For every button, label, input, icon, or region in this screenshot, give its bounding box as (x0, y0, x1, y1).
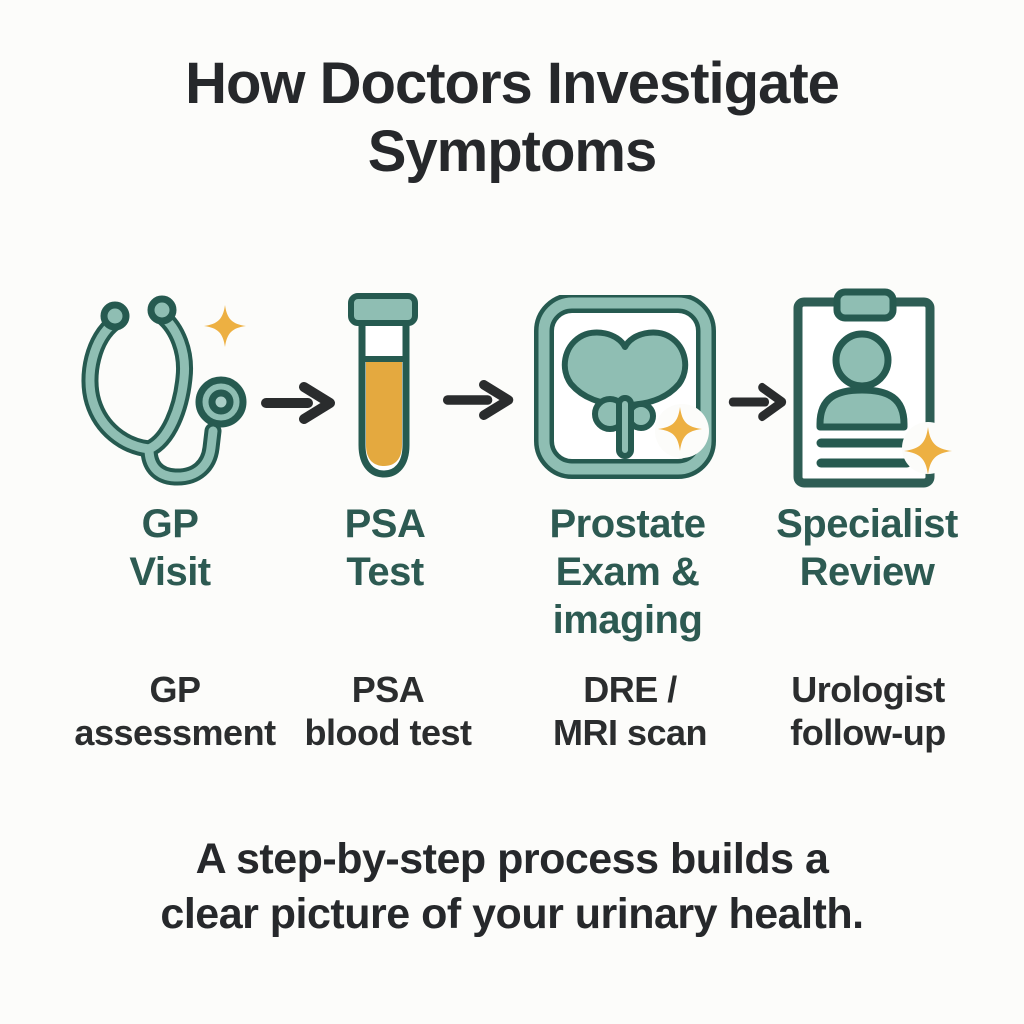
sparkle-icon (658, 407, 702, 451)
test-tube-icon (348, 293, 420, 481)
clipboard-person-icon (790, 288, 955, 490)
step-label: Prostate Exam & imaging (549, 502, 706, 642)
step-label: PSA Test (344, 502, 426, 594)
arrow-right-icon (728, 382, 790, 427)
step-label: Specialist Review (776, 502, 958, 594)
prostate-scan-icon (532, 295, 718, 479)
arrow-right-icon (260, 381, 340, 430)
step-sublabel: DRE / MRI scan (552, 669, 708, 754)
step-sublabel: GP assessment (74, 669, 276, 754)
arrow-right-icon (442, 379, 518, 426)
step-label: GP Visit (129, 502, 211, 594)
step-sublabel: PSA blood test (304, 669, 472, 754)
step-sublabel: Urologist follow-up (790, 669, 946, 754)
stethoscope-icon (75, 290, 250, 488)
sparkle-icon (904, 427, 952, 475)
sparkle-icon (204, 305, 246, 347)
page-title: How Doctors Investigate Symptoms (185, 51, 840, 185)
footer-caption: A step-by-step process builds a clear pi… (160, 835, 864, 939)
